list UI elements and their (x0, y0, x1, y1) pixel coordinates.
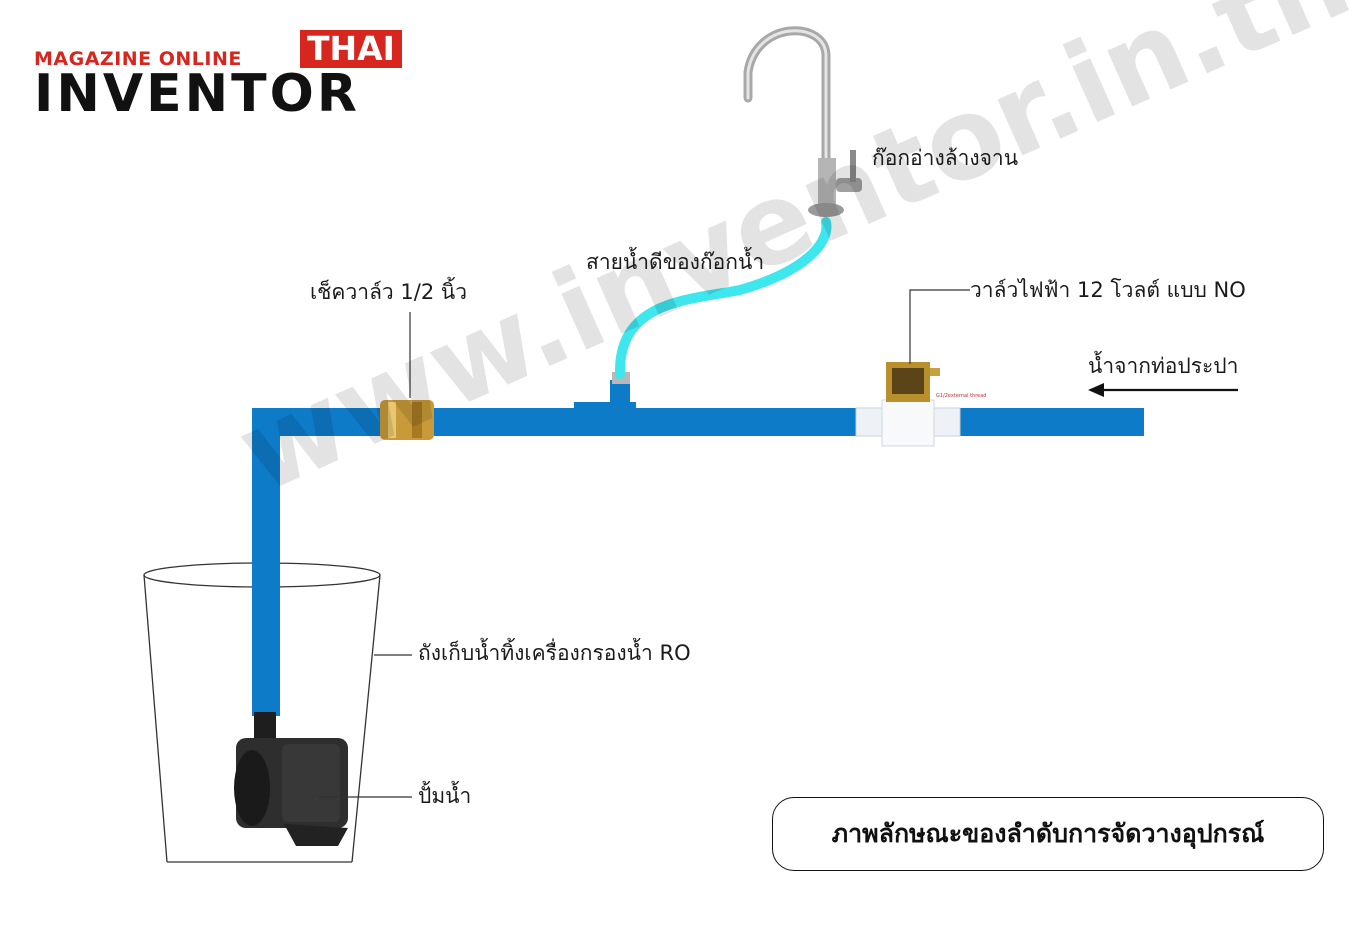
caption-box: ภาพลักษณะของลำดับการจัดวางอุปกรณ์ (772, 797, 1324, 871)
label-water-inlet: น้ำจากท่อประปา (1088, 354, 1239, 378)
logo-thai-badge: THAI (300, 30, 402, 68)
check-valve (380, 400, 434, 440)
solenoid-valve: G1/2external thread (855, 362, 986, 447)
inlet-arrow (1088, 383, 1238, 397)
label-pump: ปั้มน้ำ (418, 784, 472, 808)
faucet (743, 26, 862, 217)
caption-text: ภาพลักษณะของลำดับการจัดวางอุปกรณ์ (831, 819, 1265, 848)
leader-lines (318, 289, 970, 798)
supply-hose (614, 217, 832, 379)
label-tank: ถังเก็บน้ำทิ้งเครื่องกรองน้ำ RO (418, 641, 691, 665)
solenoid-tag: G1/2external thread (936, 393, 986, 399)
water-pipe (252, 380, 1144, 716)
label-check-valve: เช็ควาล์ว 1/2 นิ้ว (310, 280, 468, 304)
label-solenoid-valve: วาล์วไฟฟ้า 12 โวลต์ แบบ NO (970, 278, 1246, 302)
label-faucet: ก๊อกอ่างล้างจาน (872, 146, 1019, 170)
water-pump (234, 712, 348, 846)
label-hose: สายน้ำดีของก๊อกน้ำ (586, 250, 765, 274)
logo-inventor: INVENTOR (34, 64, 360, 124)
logo-magazine-online: MAGAZINE ONLINE (34, 48, 242, 70)
